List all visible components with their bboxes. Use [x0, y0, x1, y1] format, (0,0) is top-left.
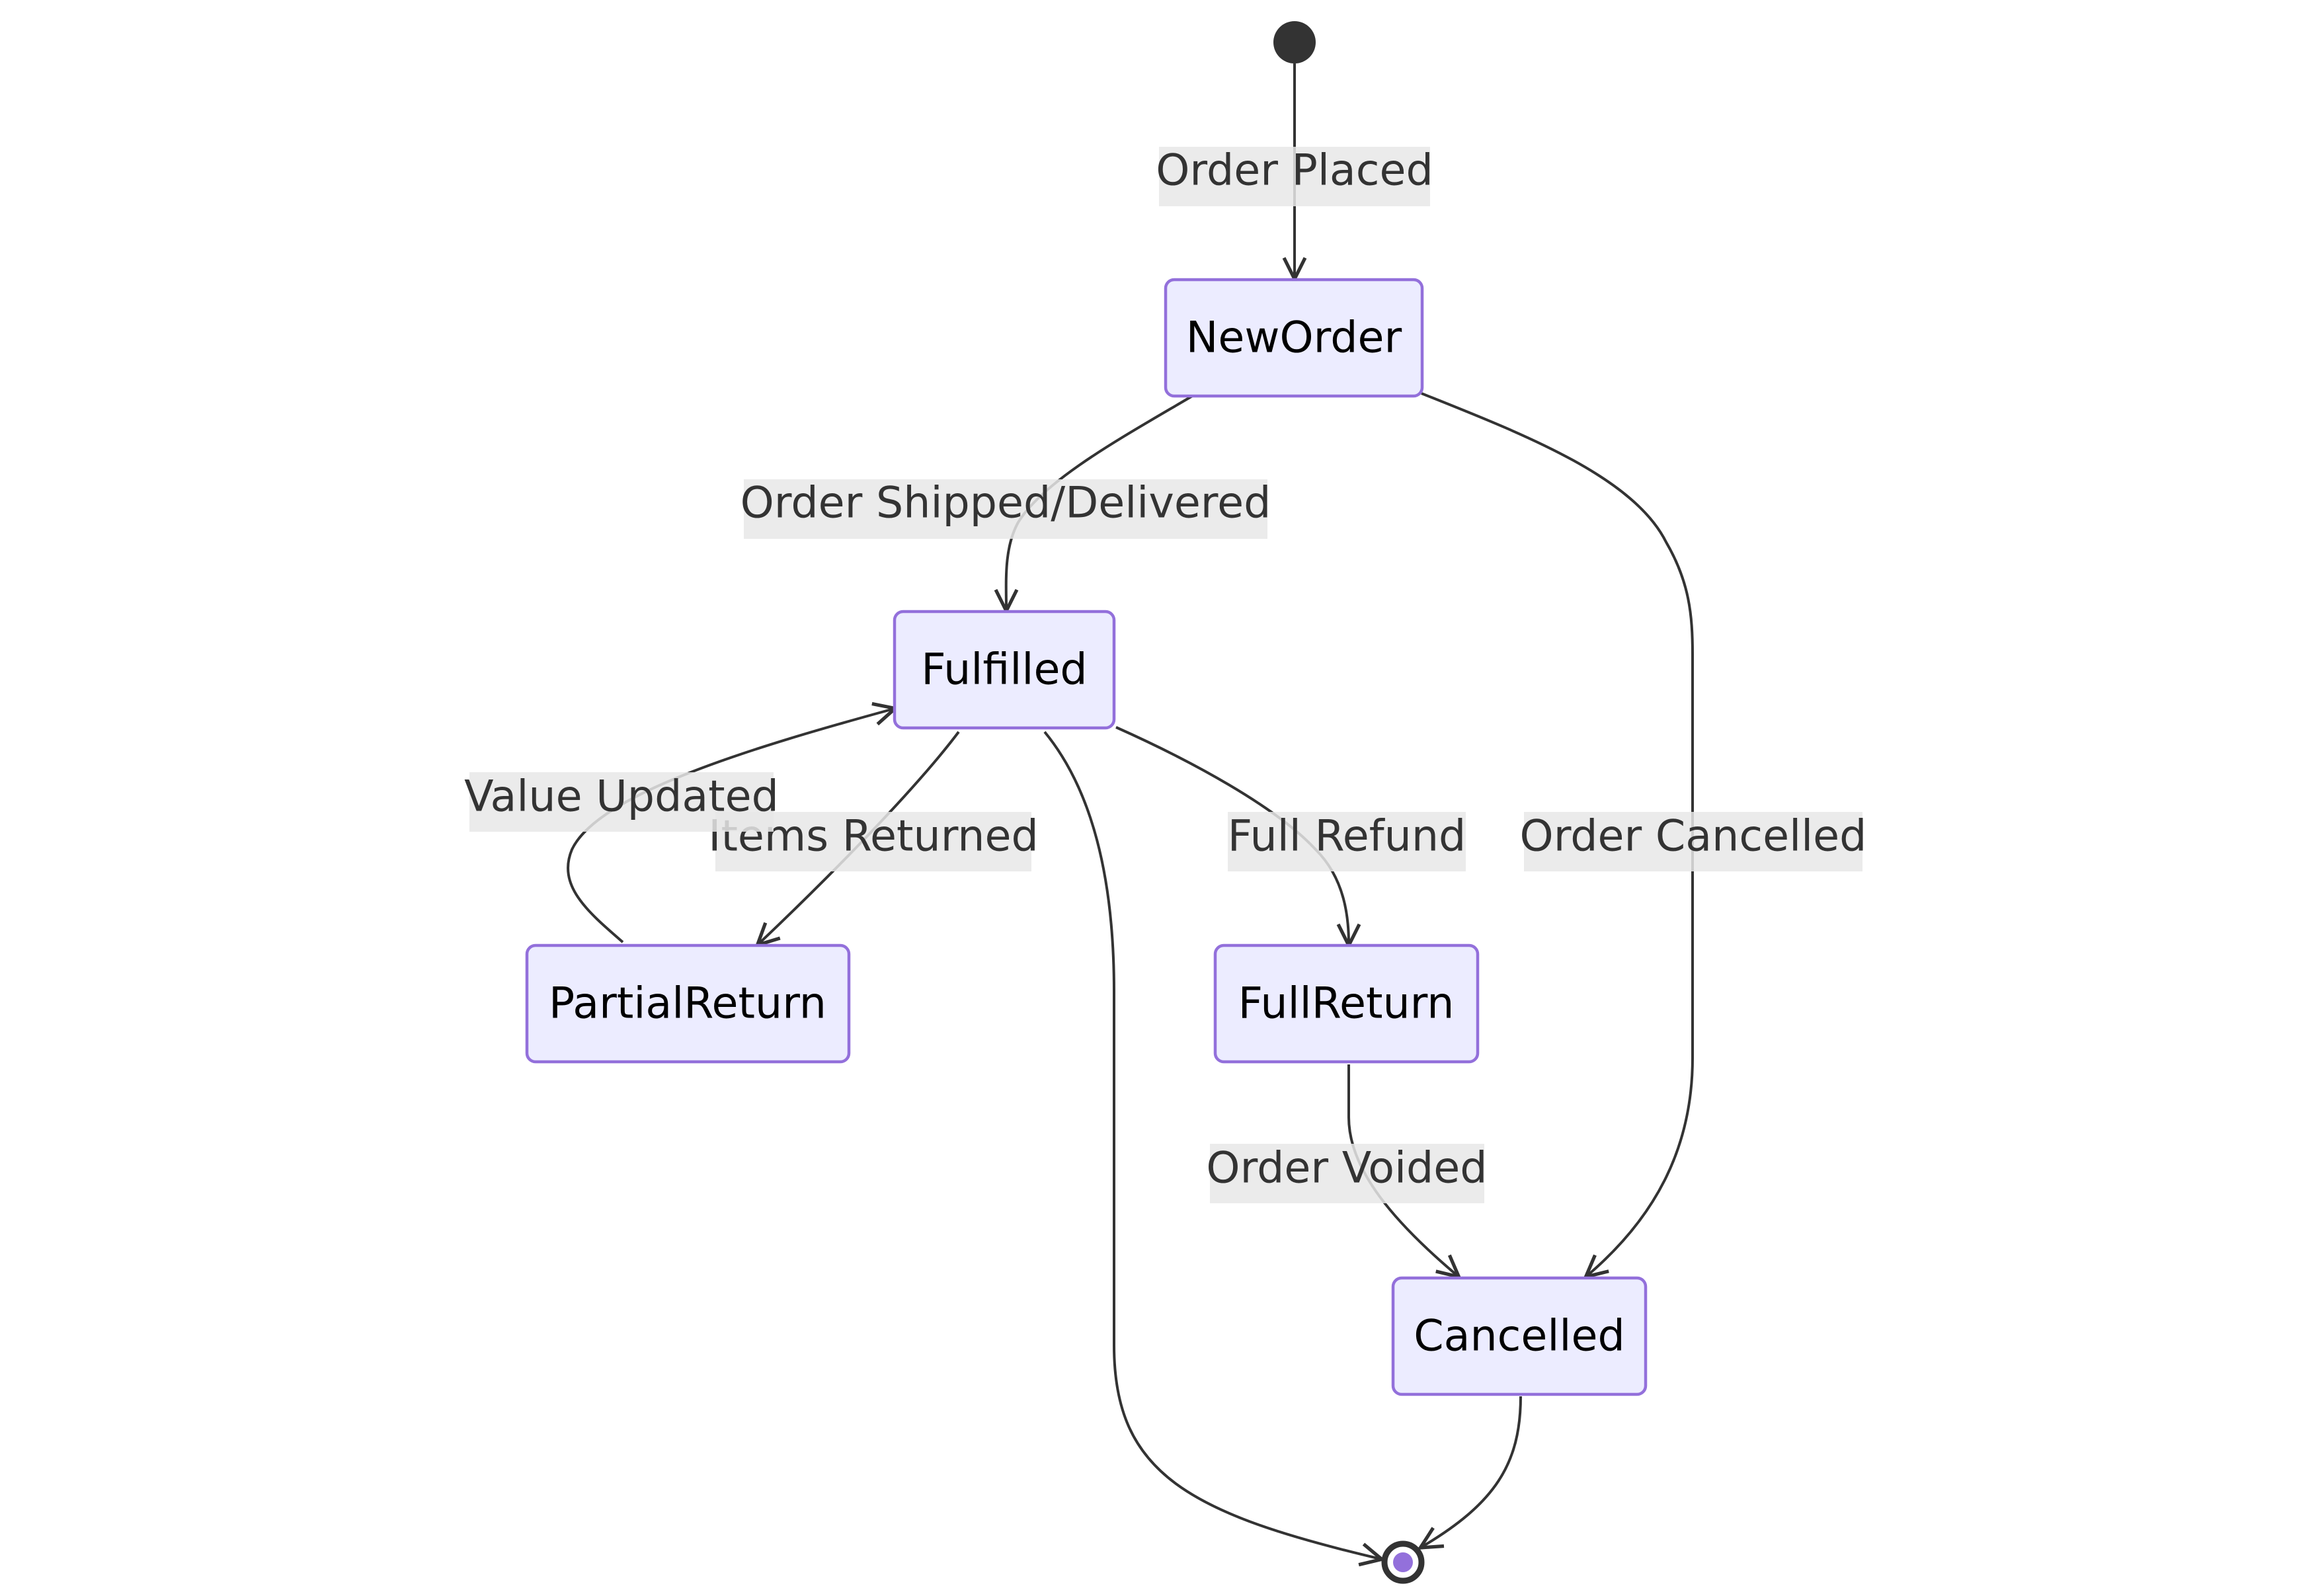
label-order-placed-text: Order Placed [1156, 146, 1433, 196]
edge-labels: Order Placed Order Shipped/Delivered Ord… [464, 146, 1867, 1203]
edge-neworder-to-cancelled [1421, 392, 1694, 1276]
state-partialreturn-label: PartialReturn [549, 979, 826, 1029]
label-order-placed: Order Placed [1156, 146, 1433, 206]
start-state [1273, 21, 1316, 63]
edge-fulfilled-to-end [1043, 731, 1380, 1559]
label-order-cancelled-text: Order Cancelled [1520, 812, 1867, 861]
label-order-shipped: Order Shipped/Delivered [740, 479, 1271, 539]
label-order-voided: Order Voided [1206, 1144, 1488, 1203]
state-cancelled-label: Cancelled [1414, 1312, 1625, 1361]
state-fulfilled[interactable]: Fulfilled [893, 610, 1116, 730]
label-full-refund-text: Full Refund [1228, 812, 1466, 861]
state-neworder-label: NewOrder [1186, 313, 1402, 363]
label-value-updated-text: Value Updated [464, 772, 779, 822]
state-cancelled[interactable]: Cancelled [1391, 1276, 1648, 1396]
label-value-updated: Value Updated [464, 772, 779, 832]
state-fullreturn-label: FullReturn [1238, 979, 1455, 1029]
label-order-shipped-text: Order Shipped/Delivered [740, 479, 1271, 528]
state-fullreturn[interactable]: FullReturn [1213, 943, 1480, 1064]
state-fulfilled-label: Fulfilled [921, 645, 1087, 695]
label-order-voided-text: Order Voided [1206, 1144, 1487, 1193]
state-partialreturn[interactable]: PartialReturn [525, 943, 851, 1064]
label-full-refund: Full Refund [1228, 812, 1466, 871]
label-order-cancelled: Order Cancelled [1520, 812, 1867, 871]
end-state [1381, 1540, 1425, 1584]
edge-cancelled-to-end [1421, 1396, 1522, 1547]
state-neworder[interactable]: NewOrder [1164, 278, 1424, 398]
